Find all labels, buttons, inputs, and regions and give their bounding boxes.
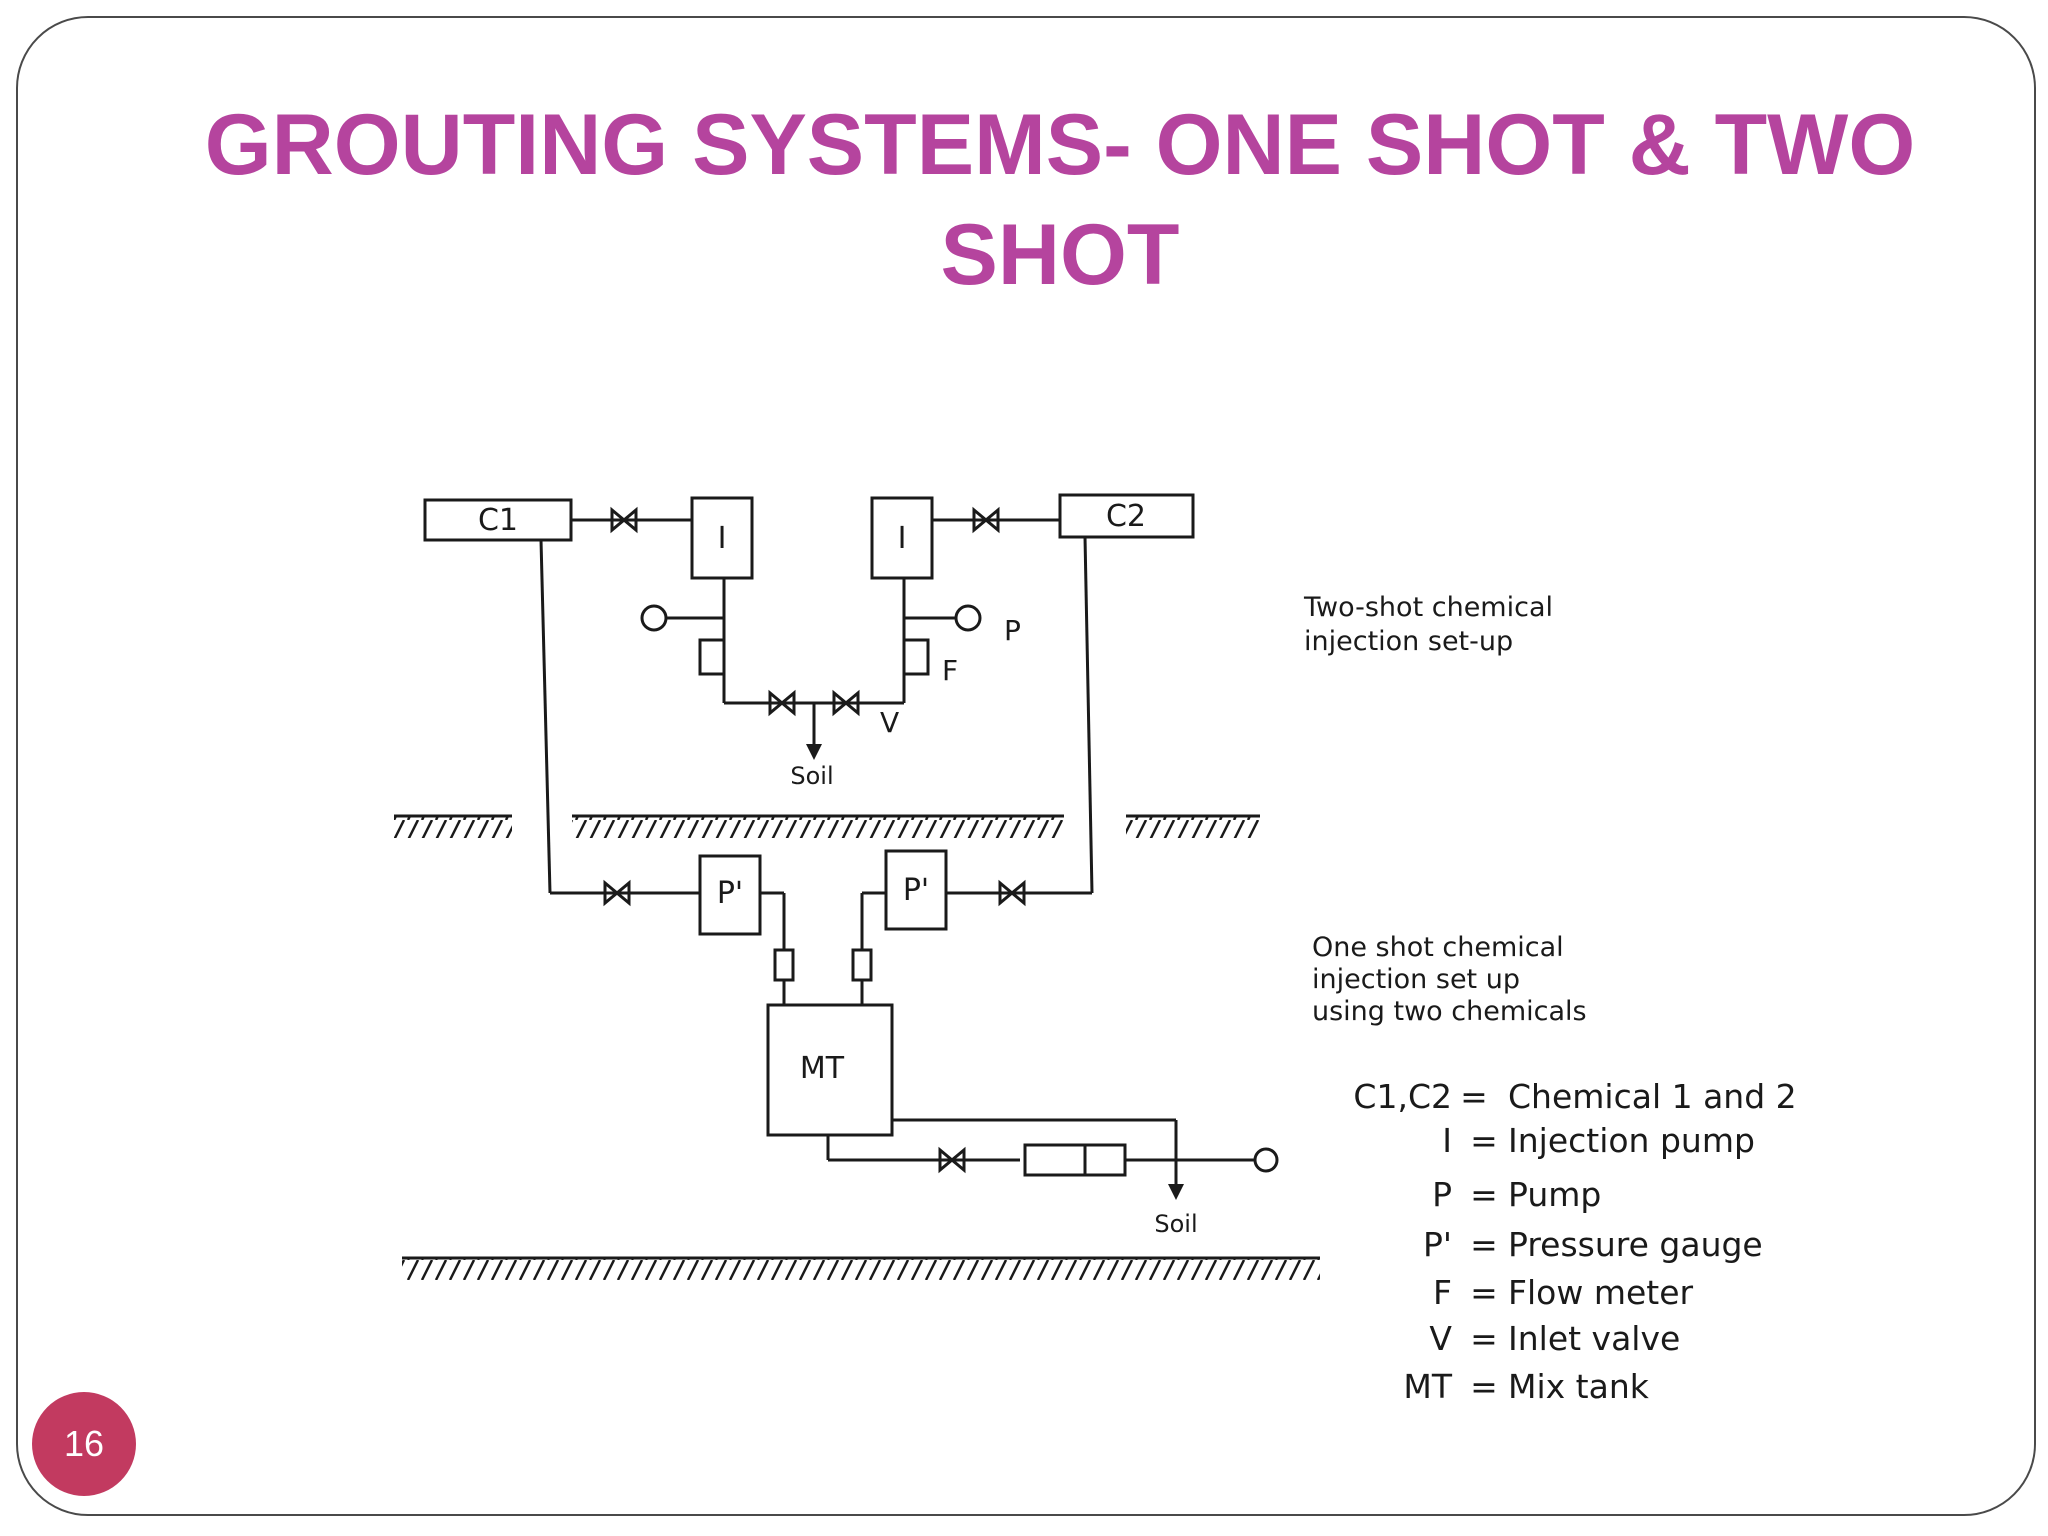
label-p: P	[1004, 614, 1021, 647]
legend: C1,C2 = Chemical 1 and 2 I = Injection p…	[1353, 1077, 1796, 1406]
label-v: V	[880, 706, 899, 739]
flow-meter-left	[698, 638, 726, 676]
label-gauge-right: P'	[903, 873, 929, 908]
tank-c2	[1058, 493, 1195, 539]
valve-icon	[998, 879, 1026, 907]
valve-icon	[938, 1146, 966, 1174]
slide-title: GROUTING SYSTEMS- ONE SHOT & TWO SHOT	[120, 90, 2000, 310]
valves	[603, 506, 1026, 1174]
ground-hatch-middle	[572, 816, 1064, 838]
legend-text: Pump	[1508, 1175, 1601, 1214]
label-c1: C1	[478, 503, 518, 538]
label-pump-left: I	[718, 521, 727, 556]
caption-one-shot-line-2: injection set up	[1312, 964, 1520, 995]
pressure-gauge-left	[640, 604, 668, 632]
page-number-badge: 16	[32, 1392, 136, 1496]
injection-pump-left	[690, 496, 754, 580]
legend-text: Flow meter	[1508, 1273, 1694, 1312]
ground-lines	[394, 814, 1320, 1280]
label-gauge-left: P'	[717, 876, 743, 911]
legend-text: Inlet valve	[1508, 1319, 1680, 1358]
slide-title-line-1: GROUTING SYSTEMS- ONE SHOT & TWO	[204, 97, 1916, 193]
injection-pump-right	[870, 496, 934, 580]
page-number: 16	[63, 1423, 105, 1464]
legend-key: P	[1432, 1175, 1452, 1214]
legend-sep: =	[1470, 1319, 1498, 1358]
legend-text: Pressure gauge	[1508, 1225, 1763, 1264]
legend-key: F	[1433, 1273, 1452, 1312]
legend-sep: =	[1470, 1121, 1498, 1160]
valve-icon	[832, 689, 860, 717]
legend-key: MT	[1403, 1367, 1452, 1406]
legend-text: Chemical 1 and 2	[1508, 1077, 1797, 1116]
ground-hatch-right	[1126, 816, 1260, 838]
legend-key: P'	[1423, 1225, 1452, 1264]
legend-key: C1,C2	[1353, 1077, 1452, 1116]
legend-text: Mix tank	[1508, 1367, 1650, 1406]
legend-sep: =	[1470, 1367, 1498, 1406]
pressure-gauge-lower	[1253, 1147, 1279, 1173]
ground-hatch-bottom	[402, 1258, 1320, 1280]
label-pump-right: I	[898, 521, 907, 556]
label-c2: C2	[1106, 499, 1146, 534]
arrow-down-icon	[806, 744, 822, 760]
legend-key: I	[1442, 1121, 1452, 1160]
valve-icon	[610, 506, 638, 534]
gauge-box-right	[884, 849, 948, 931]
flow-meter-lower-right	[851, 948, 873, 982]
gauge-box-left	[698, 854, 762, 936]
soil-arrows	[806, 744, 1184, 1200]
legend-key: V	[1429, 1319, 1452, 1358]
slide-title-line-2: SHOT	[940, 207, 1180, 303]
caption-one-shot-line-1: One shot chemical	[1312, 932, 1564, 963]
label-mix-tank: MT	[800, 1051, 845, 1086]
legend-sep: =	[1470, 1175, 1498, 1214]
ground-hatch-left	[394, 816, 512, 838]
label-soil-bottom: Soil	[1154, 1210, 1197, 1238]
valve-icon	[603, 879, 631, 907]
caption-two-shot-line-2: injection set-up	[1304, 626, 1513, 657]
valve-icon	[768, 689, 796, 717]
pressure-gauge-right	[954, 604, 982, 632]
flow-meter-right	[902, 638, 930, 676]
label-soil-top: Soil	[790, 762, 833, 790]
caption-two-shot-line-1: Two-shot chemical	[1303, 592, 1553, 623]
diagram-lines	[423, 493, 1279, 1185]
legend-sep: =	[1470, 1225, 1498, 1264]
mix-tank	[766, 1003, 894, 1137]
legend-sep: =	[1460, 1077, 1488, 1116]
legend-text: Injection pump	[1508, 1121, 1755, 1160]
caption-one-shot-line-3: using two chemicals	[1312, 996, 1587, 1027]
arrow-down-icon	[1168, 1184, 1184, 1200]
legend-sep: =	[1470, 1273, 1498, 1312]
label-f: F	[942, 654, 958, 687]
valve-icon	[972, 506, 1000, 534]
flow-meter-lower-left	[773, 948, 795, 982]
pump-inline	[1023, 1143, 1127, 1177]
